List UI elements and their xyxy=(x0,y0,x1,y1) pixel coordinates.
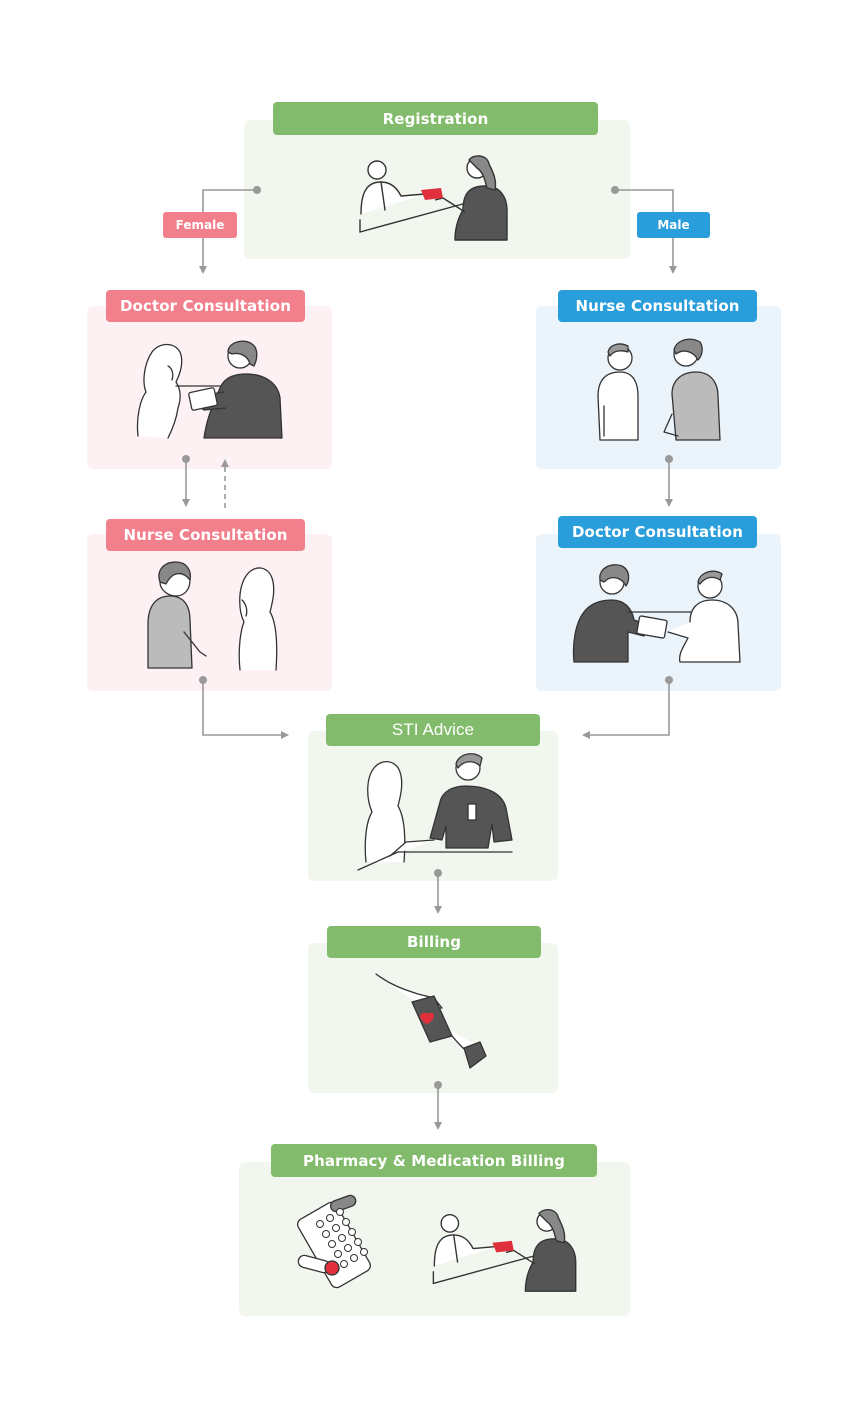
registration-desk-illustration xyxy=(359,155,508,241)
connector-registration-male xyxy=(615,189,677,274)
doctor-female-patient-illustration xyxy=(136,340,283,439)
female-branch-tag: Female xyxy=(163,212,237,238)
pharmacy-desk-illustration xyxy=(432,1209,577,1292)
connector-registration-female xyxy=(199,189,257,274)
nurse-male-patient-illustration xyxy=(597,338,721,441)
sti-advice-card xyxy=(308,731,558,881)
pharmacy-title: Pharmacy & Medication Billing xyxy=(271,1144,597,1177)
female-nurse-card xyxy=(87,534,332,691)
male-branch-tag: Male xyxy=(637,212,710,238)
male-nurse-consultation-title: Nurse Consultation xyxy=(558,290,757,322)
registration-title: Registration xyxy=(273,102,598,135)
nurse-female-patient-illustration xyxy=(147,561,278,671)
billing-title: Billing xyxy=(327,926,541,958)
pill-blister-illustration xyxy=(296,1194,372,1289)
connector-female-sti xyxy=(202,680,289,739)
connector-male-sti xyxy=(582,680,670,739)
payment-card-illustration xyxy=(375,973,487,1069)
sti-advice-title: STI Advice xyxy=(326,714,540,746)
male-nurse-card xyxy=(536,306,781,469)
female-doctor-consultation-title: Doctor Consultation xyxy=(106,290,305,322)
doctor-male-patient-illustration xyxy=(572,564,741,663)
male-doctor-consultation-title: Doctor Consultation xyxy=(558,516,757,548)
female-nurse-consultation-title: Nurse Consultation xyxy=(106,519,305,551)
sti-advice-illustration xyxy=(357,753,513,871)
female-doctor-card xyxy=(87,306,332,469)
